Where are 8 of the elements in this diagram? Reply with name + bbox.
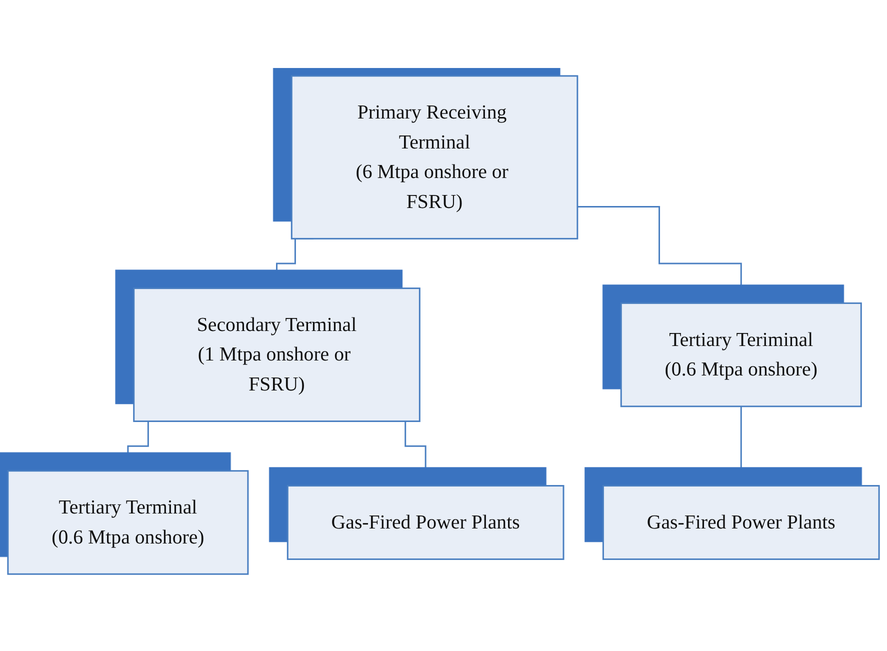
node-box: Secondary Terminal (1 Mtpa onshore or FSRU) [133,288,420,422]
node-box: Gas-Fired Power Plants [602,486,880,560]
node-box: Tertiary Teriminal (0.6 Mtpa onshore) [620,302,862,408]
connector [577,206,742,304]
connector [740,406,742,487]
node-box: Primary Receiving Terminal (6 Mtpa onshore or FSRU) [290,76,578,240]
node-box: Tertiary Terminal (0.6 Mtpa onshore) [7,470,249,576]
node-box: Gas-Fired Power Plants [286,486,564,560]
